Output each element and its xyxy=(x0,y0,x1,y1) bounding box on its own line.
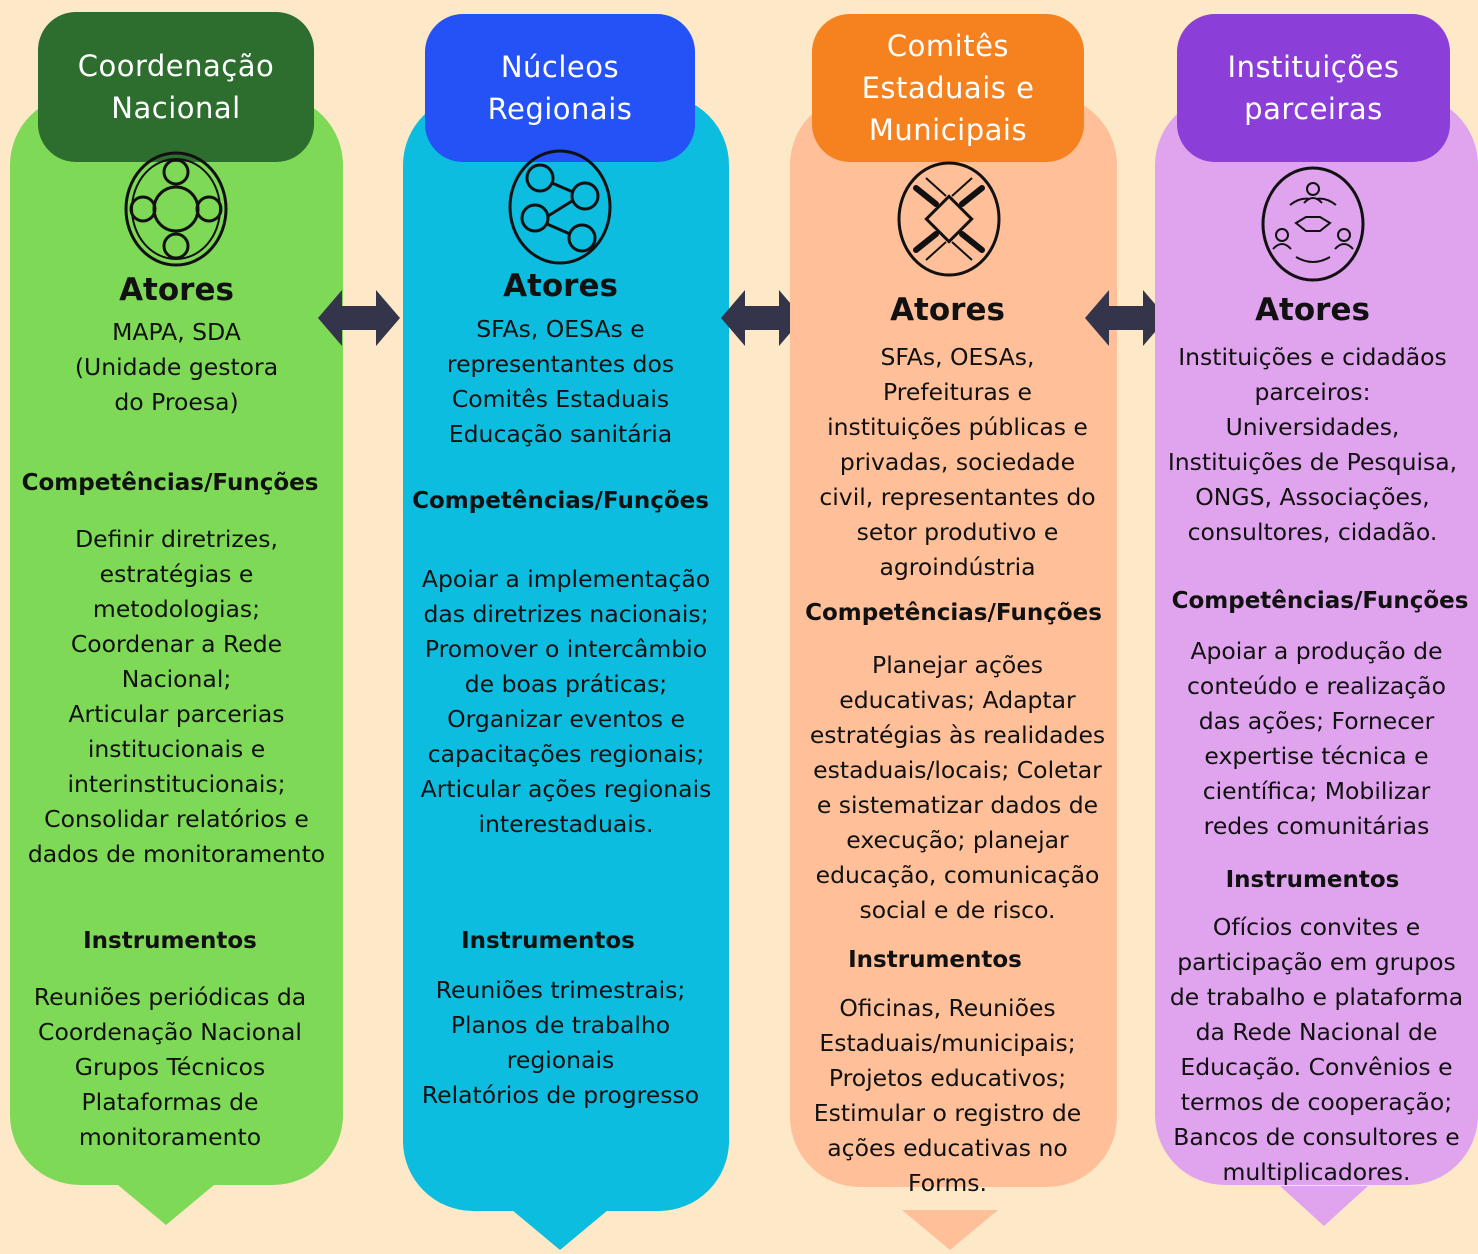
column-4-functions: Apoiar a produção de conteúdo e realizaç… xyxy=(1187,637,1446,840)
column-comites-estaduais xyxy=(790,95,1117,1187)
column-2-functions-label: Competências/Funções xyxy=(412,488,709,514)
handshake-cycle-icon xyxy=(1260,165,1366,287)
column-4-header: Instituições parceiras xyxy=(1177,14,1450,162)
group-circle-icon xyxy=(123,150,229,272)
column-2-instruments: Reuniões trimestrais; Planos de trabalho… xyxy=(421,976,700,1109)
double-arrow-icon xyxy=(721,290,803,350)
column-1-instruments: Reuniões periódicas da Coordenação Nacio… xyxy=(33,983,307,1151)
column-3-actors: SFAs, OESAs, Prefeituras e instituições … xyxy=(819,343,1096,581)
column-1-functions: Definir diretrizes, estratégias e metodo… xyxy=(27,525,326,868)
column-2-pointer xyxy=(512,1210,608,1250)
column-2-actors: SFAs, OESAs e representantes dos Comitês… xyxy=(446,315,675,448)
column-1-actors-label: Atores xyxy=(119,272,234,308)
column-1-actors: MAPA, SDA (Unidade gestora do Proesa) xyxy=(74,318,279,416)
column-3-instruments: Oficinas, Reuniões Estaduais/municipais;… xyxy=(813,994,1082,1197)
network-people-icon xyxy=(507,148,613,270)
column-4-instruments: Ofícios convites e participação em grupo… xyxy=(1169,913,1464,1186)
column-4-instruments-label: Instrumentos xyxy=(1225,867,1400,893)
column-3-actors-label: Atores xyxy=(890,292,1005,328)
double-arrow-icon xyxy=(318,290,400,350)
column-1-functions-label: Competências/Funções xyxy=(21,470,319,496)
column-3-header: Comitês Estaduais e Municipais xyxy=(812,14,1084,162)
column-3-pointer xyxy=(902,1210,998,1250)
column-4-actors: Instituições e cidadãos parceiros: Unive… xyxy=(1167,343,1458,546)
column-4-functions-label: Competências/Funções xyxy=(1171,588,1469,614)
double-arrow-icon xyxy=(1085,290,1167,350)
column-3-functions-label: Competências/Funções xyxy=(805,600,1102,626)
column-1-instruments-label: Instrumentos xyxy=(83,928,257,954)
column-2-actors-label: Atores xyxy=(503,268,618,304)
column-3-instruments-label: Instrumentos xyxy=(848,947,1022,973)
column-2-functions: Apoiar a implementação das diretrizes na… xyxy=(420,565,712,838)
column-coordenacao-nacional xyxy=(10,95,343,1185)
hands-together-icon xyxy=(896,160,1002,282)
column-1-header: Coordenação Nacional xyxy=(38,12,314,162)
column-instituicoes-parceiras xyxy=(1155,95,1478,1185)
column-2-header: Núcleos Regionais xyxy=(425,14,695,162)
column-3-functions: Planejar ações educativas; Adaptar estra… xyxy=(809,651,1106,924)
column-nucleos-regionais xyxy=(403,95,729,1211)
column-4-actors-label: Atores xyxy=(1255,292,1370,328)
column-4-pointer xyxy=(1280,1186,1368,1226)
column-1-pointer xyxy=(118,1185,214,1225)
column-2-instruments-label: Instrumentos xyxy=(461,928,635,954)
